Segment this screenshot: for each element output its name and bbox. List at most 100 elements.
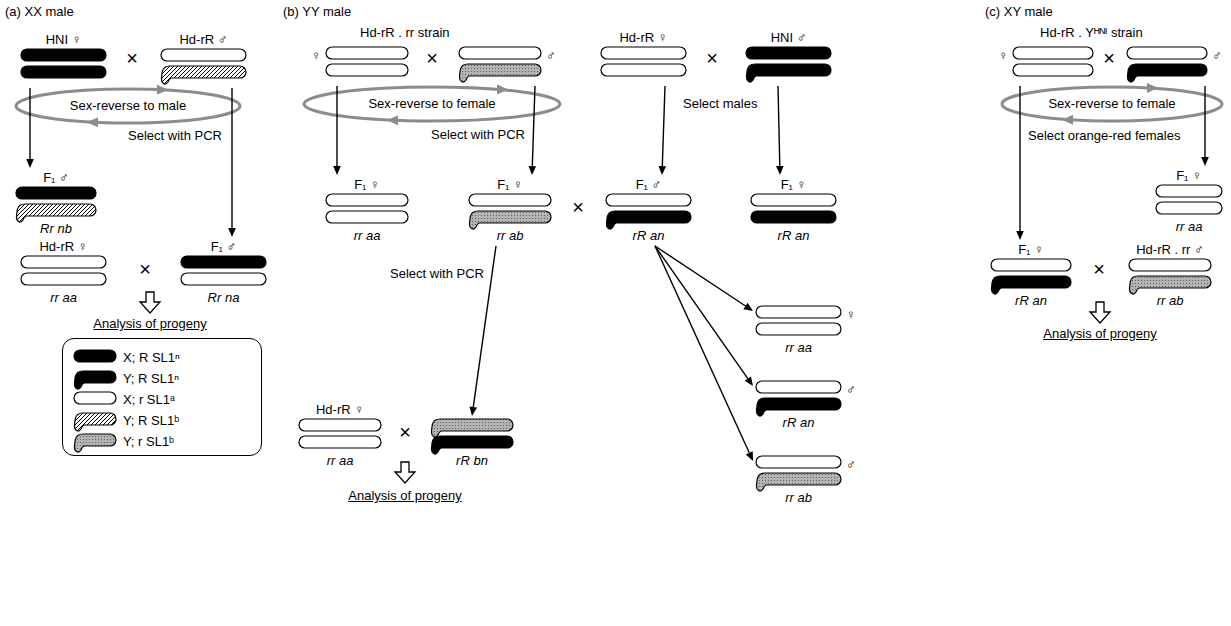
genotype-label: rr ab — [1157, 293, 1184, 309]
arrow-line — [1019, 86, 1020, 231]
chromosome-pair — [468, 193, 552, 231]
arrowhead — [529, 166, 537, 175]
individual-label: F₁ ♀ — [781, 177, 807, 193]
procedure-label: Sex-reverse to female — [368, 96, 495, 112]
chromosome-pair — [20, 255, 107, 293]
procedure-label: Sex-reverse to female — [1048, 96, 1175, 112]
x-chromosome — [74, 392, 116, 404]
arrow-line — [778, 86, 780, 166]
procedure-label: Sex-reverse to male — [70, 98, 186, 114]
chromosome-pair — [1128, 258, 1212, 296]
cross-sign: × — [572, 197, 584, 217]
legend-row: Y; R SL1ⁿ — [63, 369, 259, 389]
y-chromosome — [469, 211, 551, 229]
individual: ♀ — [309, 44, 411, 86]
sex-symbol: ♂ — [1212, 48, 1222, 64]
y-chromosome — [74, 371, 116, 389]
chromosome-pair — [750, 193, 837, 231]
selection-label: Select with PCR — [390, 266, 484, 282]
loop-arrowhead — [387, 115, 398, 125]
x-chromosome — [326, 211, 408, 223]
outcome-label: Analysis of progeny — [1043, 326, 1156, 342]
legend-row: X; r SL1ᵃ — [63, 390, 259, 410]
cross-arrow — [776, 86, 784, 175]
x-chromosome — [991, 259, 1071, 271]
x-chromosome — [326, 64, 408, 76]
strain-label: Hd-rR . rr strain — [360, 25, 450, 41]
legend-sample — [73, 411, 119, 433]
x-chromosome — [601, 64, 686, 76]
legend-row: Y; R SL1ᵇ — [63, 411, 259, 431]
arrowhead — [1201, 157, 1209, 166]
arrow-line — [29, 88, 30, 159]
individual: Hd-rR ♀rr aa — [296, 400, 384, 471]
y-chromosome — [16, 204, 96, 222]
x-chromosome — [1013, 64, 1093, 76]
hollow-arrows — [140, 292, 1110, 483]
chromosome-pair — [325, 193, 409, 231]
x-chromosome — [161, 49, 246, 61]
legend-text: X; r SL1ᵃ — [123, 392, 175, 408]
individual-label: Hd-rR ♀ — [619, 30, 667, 46]
x-chromosome — [74, 350, 116, 362]
x-chromosome — [756, 456, 841, 468]
genotype-label: rr aa — [1176, 219, 1203, 235]
individual-label: F₁ ♂ — [43, 170, 69, 186]
arrowhead — [1016, 231, 1024, 240]
individual-label: Hd-rR ♀ — [316, 402, 364, 418]
hollow-arrow — [1090, 302, 1110, 323]
individual: rR bn — [428, 416, 516, 471]
arrow-line — [655, 246, 749, 453]
individual: ♀ — [996, 44, 1096, 86]
individual-label: F₁ ♂ — [636, 177, 662, 193]
individual-label: HNI ♂ — [771, 30, 807, 46]
x-chromosome — [1127, 47, 1207, 59]
chromosome-pair — [755, 380, 842, 418]
outcome-label: Analysis of progeny — [93, 316, 206, 332]
x-chromosome — [21, 66, 106, 78]
y-chromosome — [746, 64, 831, 82]
legend-text: Y; R SL1ⁿ — [123, 371, 179, 387]
y-chromosome — [74, 434, 116, 452]
arrow-line — [532, 86, 535, 166]
arrowhead — [745, 376, 753, 386]
individual: ♂ — [1124, 44, 1224, 86]
arrow-line — [662, 86, 665, 166]
arrow-line — [231, 88, 232, 228]
individual-label: Hd-rR ♂ — [179, 32, 227, 48]
strain-label: Hd-rR . Yᴴᴺᴵ strain — [1040, 25, 1143, 41]
legend-sample — [73, 432, 119, 454]
x-chromosome — [469, 194, 551, 206]
cross-sign: × — [1103, 48, 1115, 68]
hollow-arrow — [395, 462, 415, 483]
y-chromosome — [991, 276, 1071, 294]
cross-arrow — [1016, 86, 1024, 240]
chromosome-pair — [605, 193, 692, 231]
legend-sample — [73, 348, 119, 370]
individual-label: F₁ ♀ — [1176, 168, 1202, 184]
cross-arrow — [655, 246, 753, 461]
loop-ellipse — [16, 89, 240, 123]
legend-sample — [73, 390, 119, 412]
x-chromosome — [16, 187, 96, 199]
individual: ♂rR an — [753, 378, 858, 433]
sex-symbol: ♂ — [846, 382, 856, 398]
x-chromosome — [601, 47, 686, 59]
x-chromosome — [1156, 202, 1222, 214]
cross-arrow — [1201, 86, 1209, 166]
individual: Hd-rR ♀ — [598, 28, 689, 86]
genotype-label: Rr nb — [40, 221, 72, 237]
y-chromosome — [161, 66, 246, 84]
hollow-arrow — [140, 292, 160, 313]
genotype-label: rr aa — [785, 340, 812, 356]
individual: Hd-rR ♂ — [158, 30, 249, 88]
individual: ♀rr aa — [753, 303, 858, 358]
x-chromosome — [299, 436, 381, 448]
individual: F₁ ♂Rr na — [178, 237, 269, 308]
legend-text: Y; r SL1ᵇ — [123, 434, 174, 450]
selection-label: Select males — [683, 96, 757, 112]
chromosome-pair — [15, 186, 97, 224]
